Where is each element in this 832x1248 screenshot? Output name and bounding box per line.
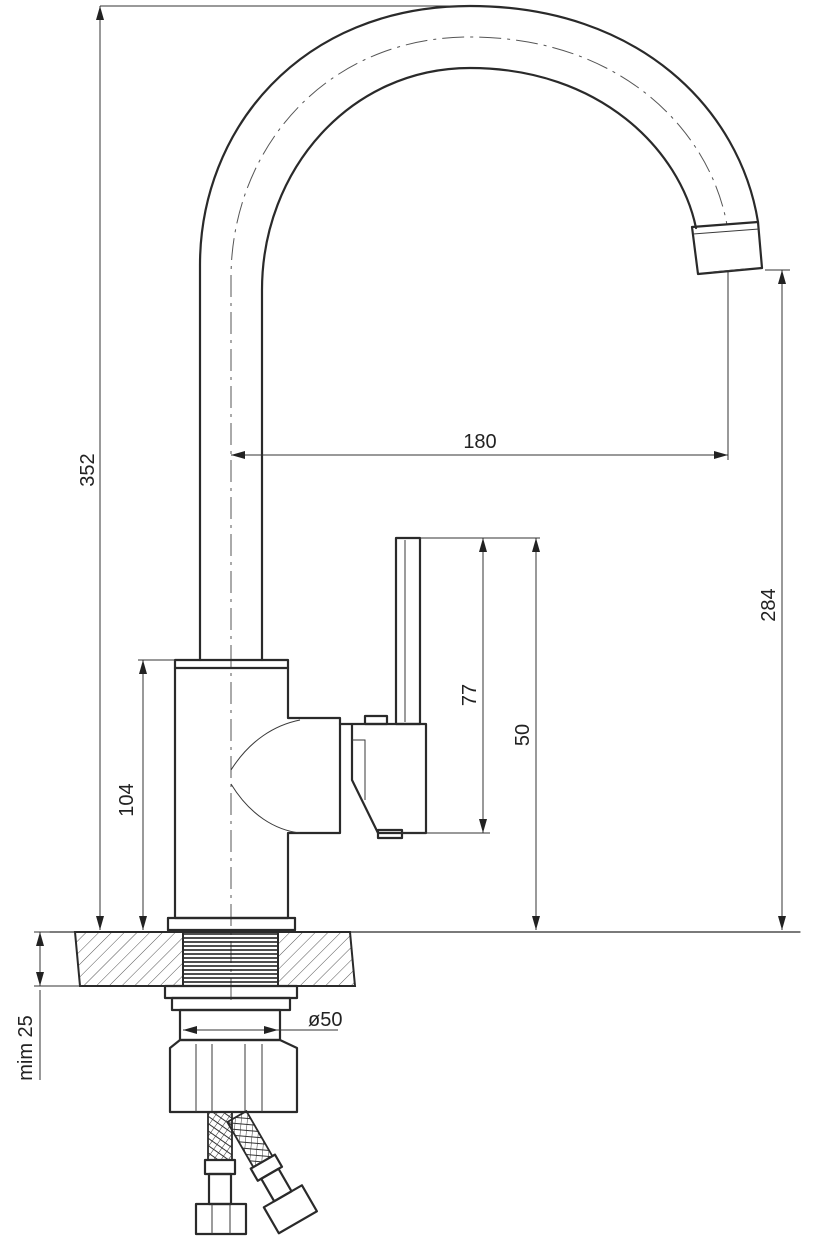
dimension-352: 352 [77, 5, 470, 930]
dimension-50-label: 50 [512, 724, 534, 746]
dimension-diameter-50: ø50 [183, 1009, 342, 1034]
dimension-77-label: 77 [459, 684, 481, 706]
dimension-diameter-50-label: ø50 [308, 1009, 342, 1031]
dimension-284-label: 284 [758, 588, 780, 621]
dimension-min-25: mim 25 [15, 931, 82, 1081]
dimension-352-label: 352 [77, 453, 99, 486]
dimension-180: 180 [231, 272, 729, 460]
aerator [690, 220, 764, 276]
supply-hoses [194, 1109, 319, 1236]
dimension-284: 284 [758, 269, 790, 930]
dimension-104: 104 [116, 659, 175, 930]
dimension-50: 50 [512, 538, 540, 930]
countertop-section [49, 931, 801, 987]
dimension-180-label: 180 [463, 431, 496, 453]
mounting-assembly [163, 984, 299, 1114]
faucet-body [166, 658, 342, 932]
dimension-min-25-label: mim 25 [15, 1015, 37, 1081]
dimension-77: 77 [402, 537, 540, 834]
dimension-104-label: 104 [116, 783, 138, 816]
spout [198, 4, 760, 1000]
mixer-lever [338, 536, 428, 840]
